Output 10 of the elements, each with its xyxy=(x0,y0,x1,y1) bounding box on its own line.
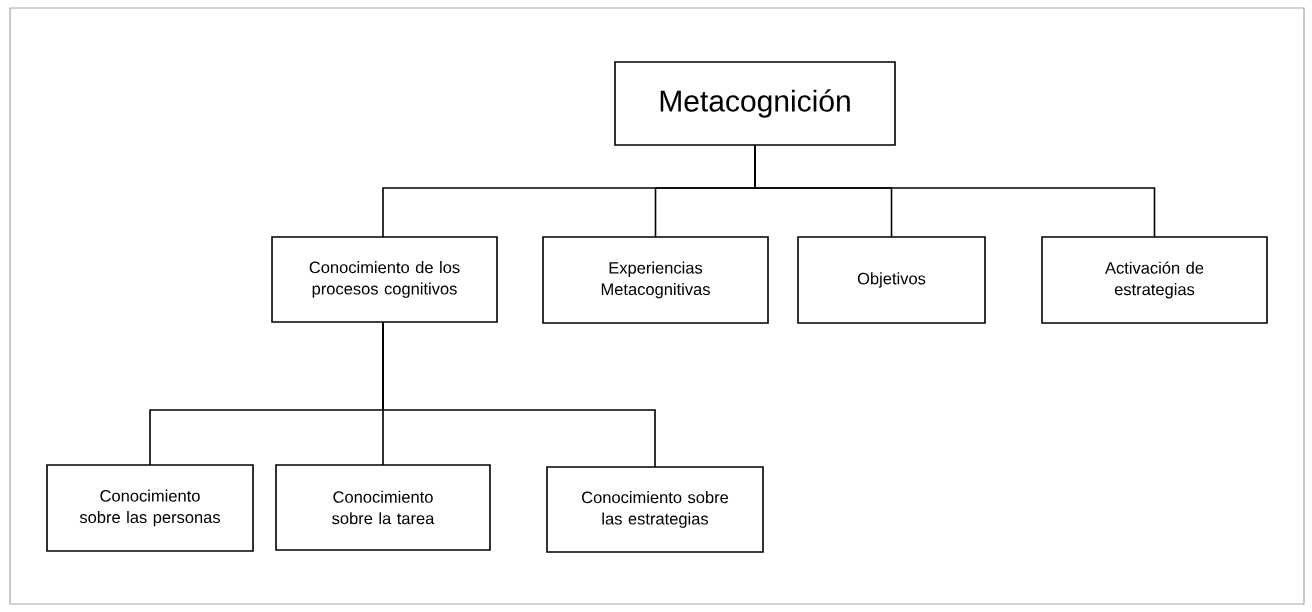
connector-line xyxy=(382,321,656,468)
concept-box: Conocimiento sobre las estrategias xyxy=(546,466,764,553)
concept-box: Conocimiento de los procesos cognitivos xyxy=(271,236,498,323)
concept-box: Activación de estrategias xyxy=(1041,236,1268,324)
title-box: Metacognición xyxy=(614,61,896,146)
concept-box: Conocimiento sobre las personas xyxy=(46,464,254,552)
connector-line xyxy=(754,144,1156,238)
concept-box: Experiencias Metacognitivas xyxy=(542,236,769,324)
concept-box: Objetivos xyxy=(797,236,986,324)
concept-box: Conocimiento sobre la tarea xyxy=(275,464,491,551)
